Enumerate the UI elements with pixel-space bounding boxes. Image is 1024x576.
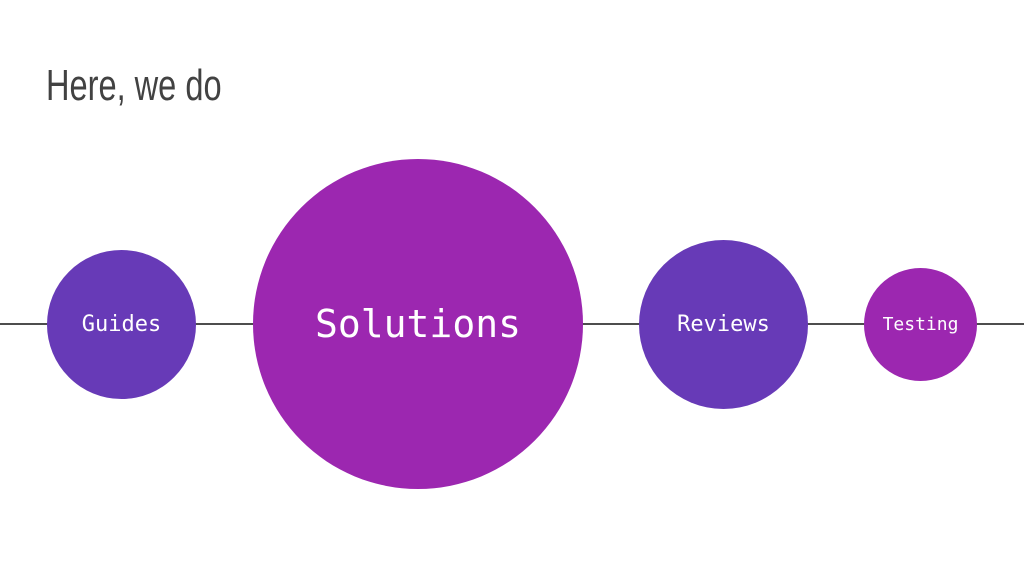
node-guides-label: Guides [81,312,162,337]
node-reviews: Reviews [639,240,808,409]
node-guides: Guides [47,250,196,399]
node-reviews-label: Reviews [677,312,770,337]
node-testing-label: Testing [882,314,959,335]
node-solutions: Solutions [253,159,583,489]
node-solutions-label: Solutions [315,302,521,346]
node-testing: Testing [864,268,977,381]
slide-title: Here, we do [46,61,222,110]
